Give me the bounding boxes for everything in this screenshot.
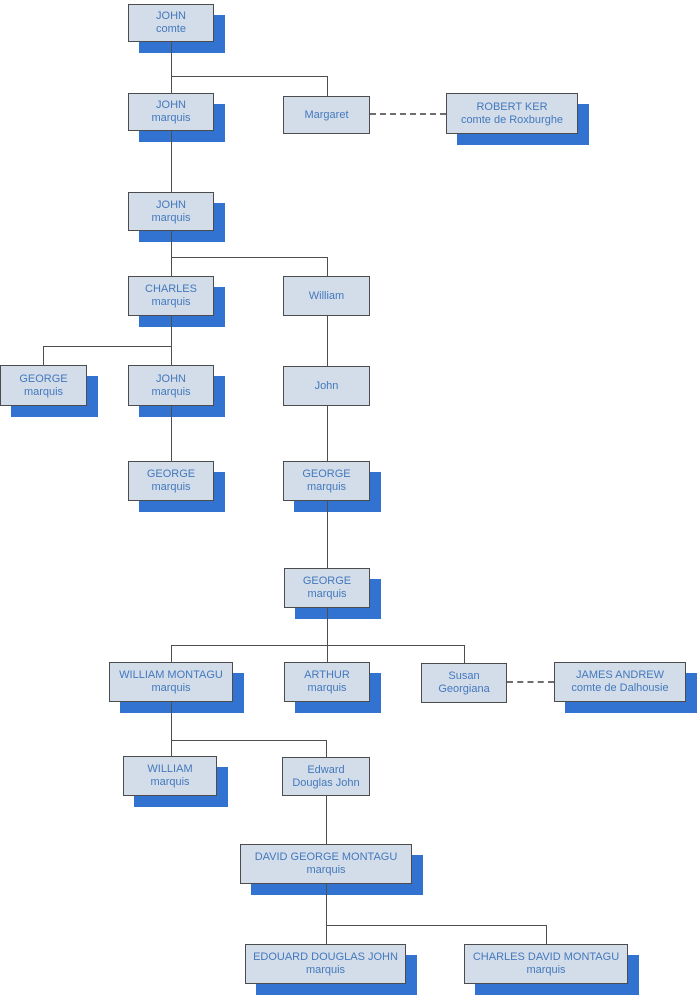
connector-line	[171, 257, 327, 258]
person-title: comte de Dalhousie	[571, 682, 669, 694]
person-name: William	[308, 289, 345, 302]
person-title: marquis	[526, 964, 566, 976]
person-box-james-andrew[interactable]: JAMES ANDREW comte de Dalhousie	[554, 662, 686, 702]
person-box-george-marquis-2[interactable]: GEORGE marquis	[128, 461, 214, 501]
person-box-john-marquis-1[interactable]: JOHN marquis	[128, 93, 214, 131]
person-title: marquis	[151, 682, 191, 694]
person-name: CHARLES	[145, 283, 197, 295]
person-title: marquis	[306, 481, 347, 493]
connector-line	[171, 42, 172, 93]
person-name: JOHN	[156, 198, 186, 211]
person-name: JOHN	[156, 99, 186, 111]
person-title: comte	[156, 23, 186, 35]
person-name: EDOUARD DOUGLAS JOHN	[253, 951, 398, 963]
connector-line	[171, 76, 327, 77]
connector-line	[171, 231, 172, 276]
person-title: marquis	[23, 385, 64, 398]
person-box-george-marquis-3[interactable]: GEORGE marquis	[283, 461, 370, 501]
person-box-charles-david-montagu[interactable]: CHARLES DAVID MONTAGU marquis	[464, 944, 628, 984]
person-name: JAMES ANDREW	[575, 669, 664, 681]
person-box-william[interactable]: William	[283, 276, 370, 316]
person-box-william-marquis[interactable]: WILLIAM marquis	[123, 756, 217, 796]
person-title: marquis	[151, 481, 191, 493]
person-title: marquis	[151, 211, 191, 224]
connector-line	[326, 925, 546, 926]
person-name: GEORGE	[302, 468, 351, 480]
connector-line	[326, 740, 327, 757]
marriage-line	[370, 113, 446, 115]
connector-line	[327, 608, 328, 645]
person-title: marquis	[306, 864, 346, 876]
person-box-david-george-montagu[interactable]: DAVID GEORGE MONTAGU marquis	[240, 844, 412, 884]
person-name: Margaret	[304, 108, 349, 121]
person-box-william-montagu[interactable]: WILLIAM MONTAGU marquis	[109, 662, 233, 702]
person-box-edouard-douglas-john[interactable]: EDOUARD DOUGLAS JOHN marquis	[245, 944, 406, 984]
person-name: DAVID GEORGE MONTAGU	[254, 851, 398, 863]
connector-line	[43, 346, 171, 347]
marriage-line	[507, 681, 554, 683]
person-name: JOHN	[156, 10, 186, 22]
person-name: GEORGE	[19, 372, 68, 385]
person-title: marquis	[150, 776, 190, 788]
person-title: marquis	[151, 385, 191, 398]
person-box-george-marquis-1[interactable]: GEORGE marquis	[0, 365, 87, 406]
person-name: Edward Douglas John	[292, 763, 360, 789]
connector-line	[171, 740, 326, 741]
person-box-edward-douglas-john[interactable]: Edward Douglas John	[282, 757, 370, 796]
person-name: GEORGE	[302, 575, 352, 587]
connector-line	[326, 884, 327, 944]
person-box-margaret[interactable]: Margaret	[283, 96, 370, 134]
person-name: John	[314, 379, 339, 392]
connector-line	[327, 257, 328, 276]
person-box-john[interactable]: John	[283, 366, 370, 406]
person-name: ROBERT KER	[476, 100, 548, 113]
connector-line	[327, 316, 328, 366]
person-name: WILLIAM	[147, 763, 193, 775]
connector-line	[327, 645, 328, 662]
person-box-robert-ker[interactable]: ROBERT KER comte de Roxburghe	[446, 93, 578, 134]
person-name: JOHN	[156, 372, 186, 385]
person-box-susan-georgiana[interactable]: Susan Georgiana	[421, 663, 507, 703]
person-box-arthur-marquis[interactable]: ARTHUR marquis	[284, 662, 370, 702]
person-title: marquis	[151, 296, 191, 308]
connector-line	[43, 346, 44, 365]
connector-line	[171, 406, 172, 461]
connector-line	[326, 795, 327, 844]
person-name: GEORGE	[146, 468, 196, 480]
person-box-john-marquis-2[interactable]: JOHN marquis	[128, 192, 214, 231]
connector-line	[464, 645, 465, 663]
person-name: ARTHUR	[304, 669, 350, 681]
person-title: comte de Roxburghe	[460, 113, 564, 126]
connector-line	[171, 645, 464, 646]
person-name: Susan Georgiana	[438, 670, 490, 695]
person-title: marquis	[305, 964, 346, 976]
connector-line	[171, 702, 172, 756]
person-name: CHARLES DAVID MONTAGU	[472, 951, 620, 963]
connector-line	[327, 406, 328, 461]
connector-line	[171, 316, 172, 365]
connector-line	[327, 76, 328, 96]
person-box-charles-marquis[interactable]: CHARLES marquis	[128, 276, 214, 316]
connector-line	[546, 925, 547, 944]
person-title: marquis	[307, 588, 347, 600]
person-title: marquis	[151, 112, 191, 124]
person-title: marquis	[307, 682, 347, 694]
person-name: WILLIAM MONTAGU	[119, 669, 223, 681]
connector-line	[171, 645, 172, 662]
connector-line	[171, 131, 172, 192]
person-box-john-marquis-3[interactable]: JOHN marquis	[128, 365, 214, 406]
person-box-john-comte[interactable]: JOHN comte	[128, 4, 214, 42]
connector-line	[327, 501, 328, 568]
person-box-george-marquis-4[interactable]: GEORGE marquis	[284, 568, 370, 608]
